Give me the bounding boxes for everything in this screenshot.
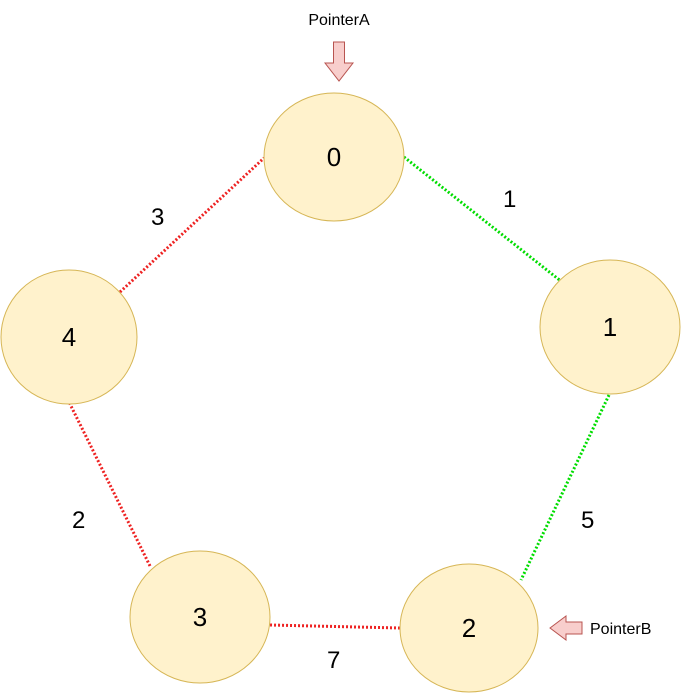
node-2-label: 2 [462,613,476,643]
node-1-circle [539,259,681,395]
edge-weight-3-4: 2 [72,507,85,534]
edge-3-4 [68,403,152,567]
node-1[interactable]: 1 [539,259,681,395]
edge-weight-1-2: 5 [581,507,594,534]
node-3-label: 3 [193,602,207,632]
edge-4-0 [118,156,266,294]
pointer-b: PointerB [549,615,651,641]
node-3-circle [129,550,271,684]
node-4-circle [0,269,138,405]
left-arrow-icon [549,615,583,641]
node-4[interactable]: 4 [0,269,138,405]
node-2[interactable]: 2 [399,563,539,693]
node-0-circle [263,92,405,222]
node-0[interactable]: 0 [263,92,405,222]
node-3[interactable]: 3 [129,550,271,684]
edge-weight-0-1: 1 [503,186,516,213]
pointer-a: PointerA [308,12,370,82]
edge-weight-4-0: 3 [151,204,164,231]
pointer-b-label: PointerB [590,621,651,638]
node-1-label: 1 [603,312,617,342]
pointer-a-label: PointerA [308,12,370,29]
node-2-circle [399,563,539,693]
node-0-label: 0 [327,142,341,172]
down-arrow-icon [323,41,355,82]
node-4-label: 4 [62,322,76,352]
edge-2-3 [269,623,401,630]
edge-0-1 [403,155,563,284]
edge-weight-2-3: 7 [327,647,340,674]
edge-1-2 [519,394,611,581]
